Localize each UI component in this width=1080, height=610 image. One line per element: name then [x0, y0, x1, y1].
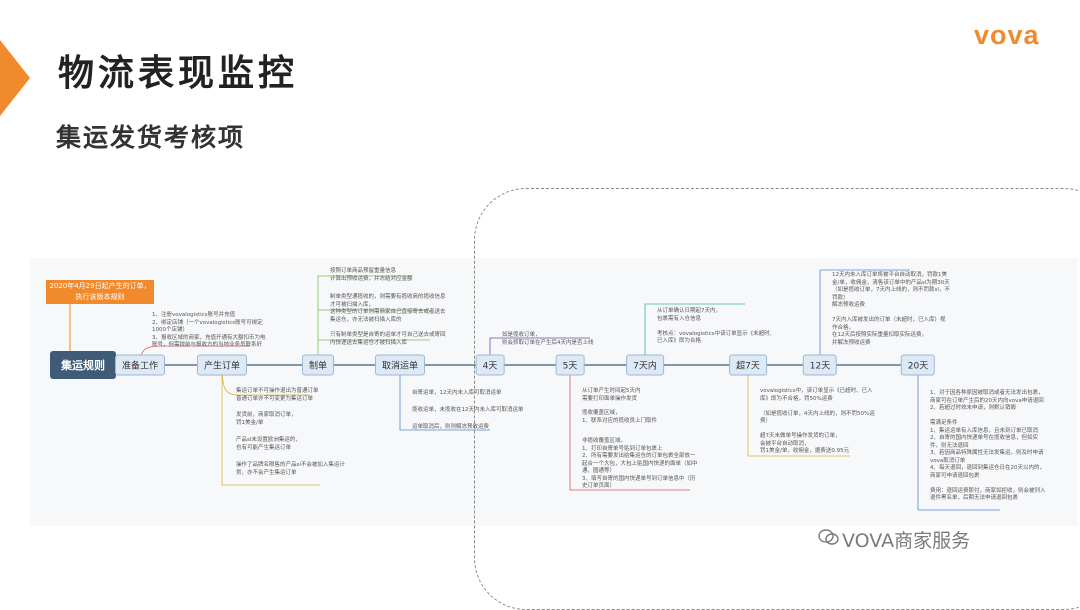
watermark: VOVA商家服务 [842, 530, 971, 552]
mindmap-board [30, 258, 1078, 526]
note-day12: 12天内未入库订单将被平台自动取消，罚款1美 金/单，收佣金，清售该订单中的产品… [832, 272, 950, 346]
mindmap-connectors [69, 269, 1000, 511]
note-day5-1: 从订单产生时间起5天内 需要打印面单操作发货 [582, 388, 641, 402]
note-day20: 1、对于因各种原因被取消或者无法发出包裹， 商家可在订单产生后的20天内向vov… [930, 390, 1046, 501]
node-day5[interactable]: 5天 [555, 354, 585, 376]
note-cancel-2: 揽收运单，未揽收在12天内未入库可取消运单 [412, 407, 524, 413]
note-make-2: 制单类型通揽收的，则需要有揽收商的揽收信息 才可被扫描入库， 这种类型的订单则需… [330, 294, 446, 323]
node-order[interactable]: 产生订单 [196, 354, 248, 376]
node-over7[interactable]: 超7天 [729, 354, 767, 376]
mindmap-root[interactable]: 集运规则 [50, 351, 116, 379]
page-title: 物流表现监控 [58, 53, 299, 94]
note-make-1: 按照订单商品预留重量信息 计算出预收运费，并冻结对应金额 [330, 268, 413, 282]
page-subtitle: 集运发货考核项 [56, 123, 246, 152]
note-order-4: 操作了品牌名限售的产品sl不会被加入集运计 划，亦不会产生集运订单 [236, 462, 345, 476]
note-day4: 如是揽收订单， 则会抓取订单在产生后4天内是否上线 [502, 332, 594, 346]
note-day5-2: 揽收覆盖区域， 1、联系对应的揽收员上门取件 [582, 410, 658, 424]
node-day12[interactable]: 12天 [802, 354, 838, 376]
note-day7: 从订单确认日期起7天内， 包裹需有入仓信息 考核点：vovalogistics中… [657, 308, 776, 344]
note-order-3: 产品sl未设置欧洲集运的， 也有可能产生集运订单 [236, 437, 301, 451]
note-cancel-1: 自寄运单，12天内未入库可取消运单 [412, 390, 502, 396]
node-prep[interactable]: 准备工作 [114, 354, 166, 376]
node-cancel[interactable]: 取消运单 [374, 354, 426, 376]
note-over7: vovalogistics中，该订单显示《已超时、已入 库》即为不合格，罚50%… [760, 388, 875, 454]
wechat-icon [818, 529, 839, 545]
orange-arrow-decoration [0, 40, 30, 116]
note-cancel-3: 运单取消后，则则解冻预收运费 [412, 424, 490, 430]
node-day4[interactable]: 4天 [475, 354, 505, 376]
note-day5-3: 非揽收覆盖区域， 1、打印自寄单号贴到订单包裹上 2、所有需要发出给集运仓的订单… [582, 438, 698, 489]
note-prep: 1、注册vovalogistics账号并充值 2、绑定店铺（一个vovalogi… [152, 312, 266, 348]
note-make-3: 只有制单类型是自寄的运单才可自己送去或寄回 内快递送去集运仓才被扫描入库 [330, 332, 446, 346]
vova-logo: vova [974, 20, 1040, 50]
node-make[interactable]: 制单 [301, 354, 335, 376]
note-order-1: 集运订单不可操作退出为普通订单 普通订单亦不可变更为集运订单 [236, 388, 319, 402]
note-order-2: 发货前，商家取消订单， 罚1美金/单 [236, 412, 297, 426]
rule-version-tag: 2020年4月29日起产生的订单， 执行该版本规则 [46, 280, 154, 304]
node-day7[interactable]: 7天内 [626, 354, 664, 376]
node-day20[interactable]: 20天 [900, 354, 936, 376]
